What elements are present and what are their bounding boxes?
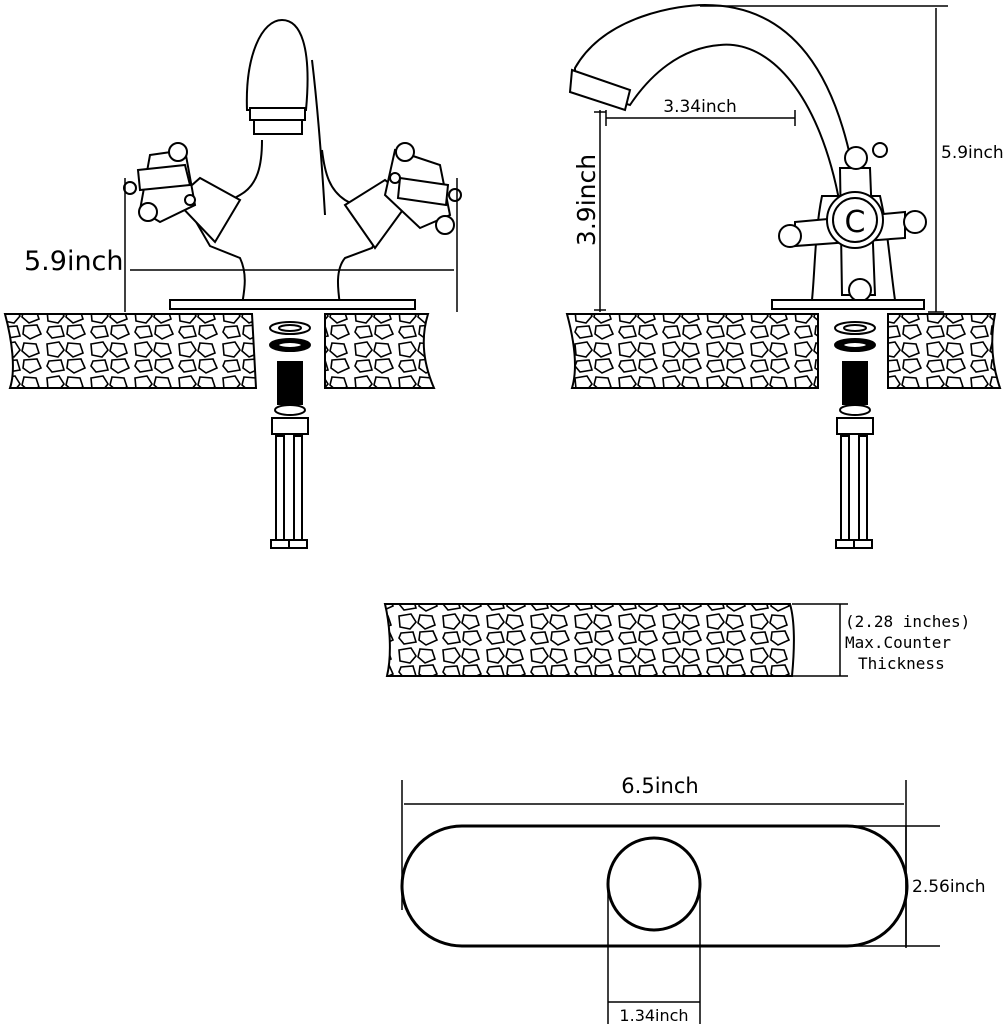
deck-plate-dimensions [401, 780, 940, 1024]
front-left-handle [123, 142, 242, 244]
counter-thickness-line1: (2.28 inches) [845, 612, 970, 631]
counter-thickness-dimension [792, 603, 848, 677]
deck-plate-hole [606, 836, 702, 932]
front-mounting-hardware [269, 321, 311, 549]
side-base-plate [771, 299, 925, 310]
side-view: C 3.34inch 3.9inch 5.9inch [565, 3, 1004, 549]
side-aerator [568, 68, 632, 112]
front-height-dimension [124, 178, 458, 312]
deck-width-label: 2.56inch [912, 877, 985, 897]
front-base-plate [169, 299, 416, 310]
counter-thickness-line2: Max.Counter [845, 633, 951, 652]
deck-plate-section: 6.5inch 2.56inch 1.34inch [400, 774, 985, 1024]
counter-thickness-slab [383, 603, 795, 677]
deck-length-label: 6.5inch [621, 774, 698, 798]
deck-hole-label: 1.34inch [619, 1006, 688, 1024]
counter-thickness-section: (2.28 inches) Max.Counter Thickness [383, 603, 970, 677]
spout-reach-label: 3.34inch [663, 97, 736, 117]
spout-height-label: 3.9inch [572, 154, 601, 246]
side-counter [565, 313, 1002, 389]
front-height-label: 5.9inch [24, 246, 124, 277]
front-spout [245, 18, 326, 216]
side-mounting-hardware [834, 321, 876, 549]
front-view: 5.9inch [3, 18, 462, 549]
front-counter [3, 313, 436, 389]
side-dimensions [594, 5, 948, 313]
handle-letter: C [845, 205, 866, 240]
front-right-handle [343, 142, 462, 250]
side-handle [778, 142, 927, 302]
counter-thickness-line3: Thickness [858, 654, 945, 673]
total-height-label: 5.9inch [941, 143, 1004, 163]
